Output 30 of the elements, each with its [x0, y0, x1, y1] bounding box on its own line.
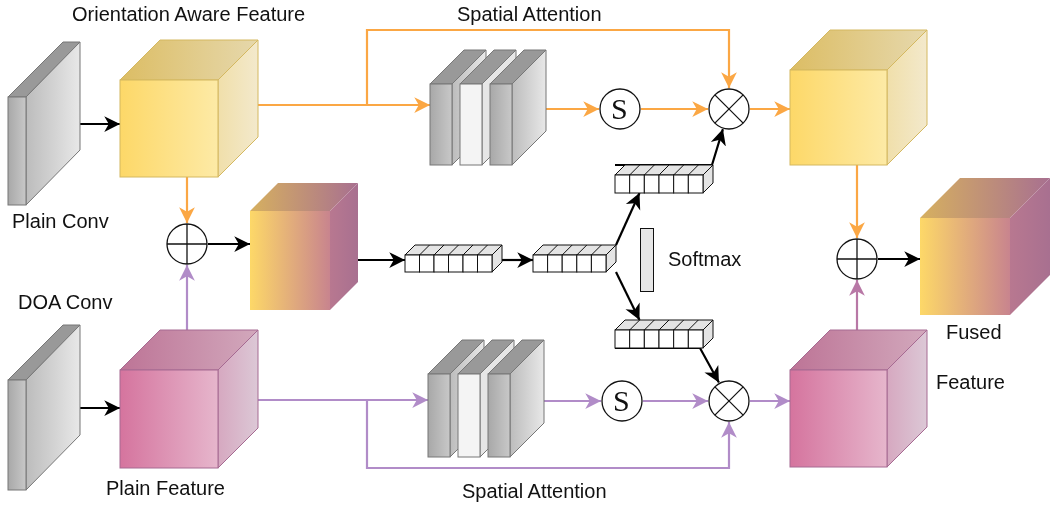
node-label: DOA Conv: [18, 291, 113, 314]
arrow: [80, 400, 120, 416]
arrow: [179, 265, 195, 330]
edge-label: Spatial Attention: [460, 480, 609, 503]
arrow: [179, 177, 195, 223]
arrow: [615, 271, 641, 321]
arrow: [80, 116, 120, 132]
arrow: [546, 101, 599, 117]
sigmoid-label: S: [613, 386, 630, 416]
node-caption: Softmax: [668, 248, 742, 271]
arrow: [358, 252, 405, 268]
arrow: [750, 393, 790, 409]
arrow: [849, 165, 865, 238]
node-label: Plain Feature: [106, 477, 225, 500]
node-label: Feature: [936, 371, 1005, 394]
arrow: [615, 128, 726, 167]
arrow: [208, 236, 250, 252]
node-label: Fused: [946, 321, 1002, 344]
node-label: Plain Conv: [12, 210, 109, 233]
sigmoid-label: S: [611, 94, 628, 124]
arrow: [615, 192, 641, 246]
edge-label: Spatial Attention: [455, 3, 604, 26]
arrow: [750, 101, 790, 117]
arrow: [641, 101, 708, 117]
arrow: [878, 251, 920, 267]
arrow: [502, 252, 533, 268]
arrow: [544, 393, 601, 409]
node-label: Orientation Aware Feature: [72, 3, 306, 26]
arrow: [849, 280, 865, 330]
arrow: [643, 393, 708, 409]
